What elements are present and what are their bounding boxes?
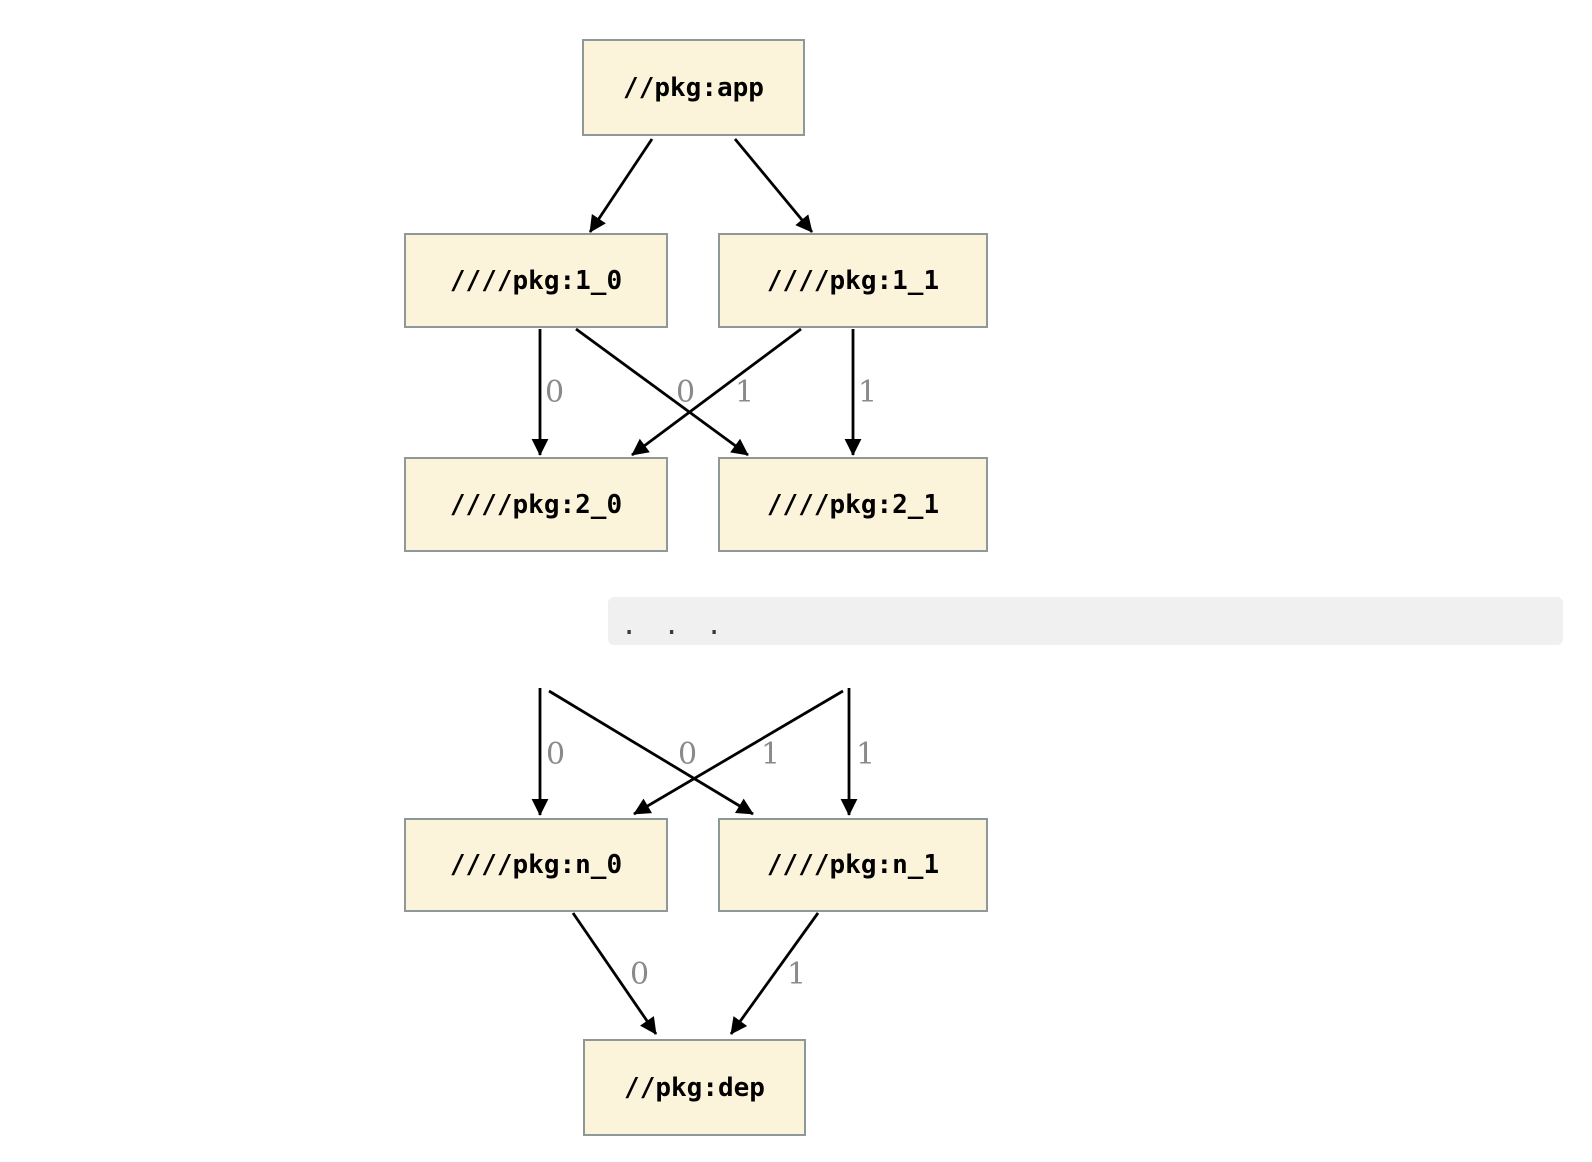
ellipsis-bar: . . . [608, 597, 1563, 645]
node-pkg-n_1: ////pkg:n_1 [718, 818, 988, 912]
ellipsis-dots: . . . [621, 609, 728, 641]
node-pkg-n_0-label: ////pkg:n_0 [449, 850, 623, 880]
node-pkg-1_1-label: ////pkg:1_1 [766, 265, 940, 296]
edge-label-prev_0-to-n_1: 1 [761, 737, 780, 772]
edge-n_0-to-dep [571, 912, 658, 1035]
edge-n_1-to-dep [729, 912, 820, 1035]
node-pkg-1_1: ////pkg:1_1 [718, 233, 988, 328]
edge-1_0-to-2_1 [575, 327, 749, 457]
node-pkg-2_0: ////pkg:2_0 [404, 457, 668, 552]
edge-prev_0-to-n_1 [548, 689, 754, 816]
node-pkg-n_0: ////pkg:n_0 [404, 818, 668, 912]
edge-label-prev_0-to-n_0: 0 [546, 737, 565, 772]
edge-label-prev_1-to-n_0: 0 [678, 737, 697, 772]
node-pkg-2_0-label: ////pkg:2_0 [449, 489, 623, 520]
edge-app-to-1_0 [588, 138, 654, 233]
edge-label-1_1-to-2_1: 1 [858, 375, 877, 410]
edge-label-1_1-to-2_0: 0 [676, 375, 695, 410]
edge-label-1_0-to-2_1: 1 [735, 375, 754, 410]
node-pkg-n_1-label: ////pkg:n_1 [766, 850, 940, 880]
node-pkg-1_0: ////pkg:1_0 [404, 233, 668, 328]
node-pkg-1_0-label: ////pkg:1_0 [449, 265, 623, 296]
edge-1_1-to-2_0 [631, 327, 802, 457]
edge-prev_1-to-n_0 [633, 689, 844, 816]
node-pkg-dep: //pkg:dep [583, 1039, 806, 1136]
node-pkg-app-label: //pkg:app [623, 72, 764, 103]
edge-label-1_0-to-2_0: 0 [545, 375, 564, 410]
edge-label-n_0-to-dep: 0 [630, 957, 649, 992]
node-pkg-dep-label: //pkg:dep [624, 1072, 765, 1103]
edge-label-prev_1-to-n_1: 1 [856, 737, 875, 772]
edge-app-to-1_1 [733, 138, 814, 233]
edge-label-n_1-to-dep: 1 [787, 957, 806, 992]
node-pkg-2_1: ////pkg:2_1 [718, 457, 988, 552]
node-pkg-app: //pkg:app [582, 39, 805, 136]
node-pkg-2_1-label: ////pkg:2_1 [766, 489, 940, 520]
